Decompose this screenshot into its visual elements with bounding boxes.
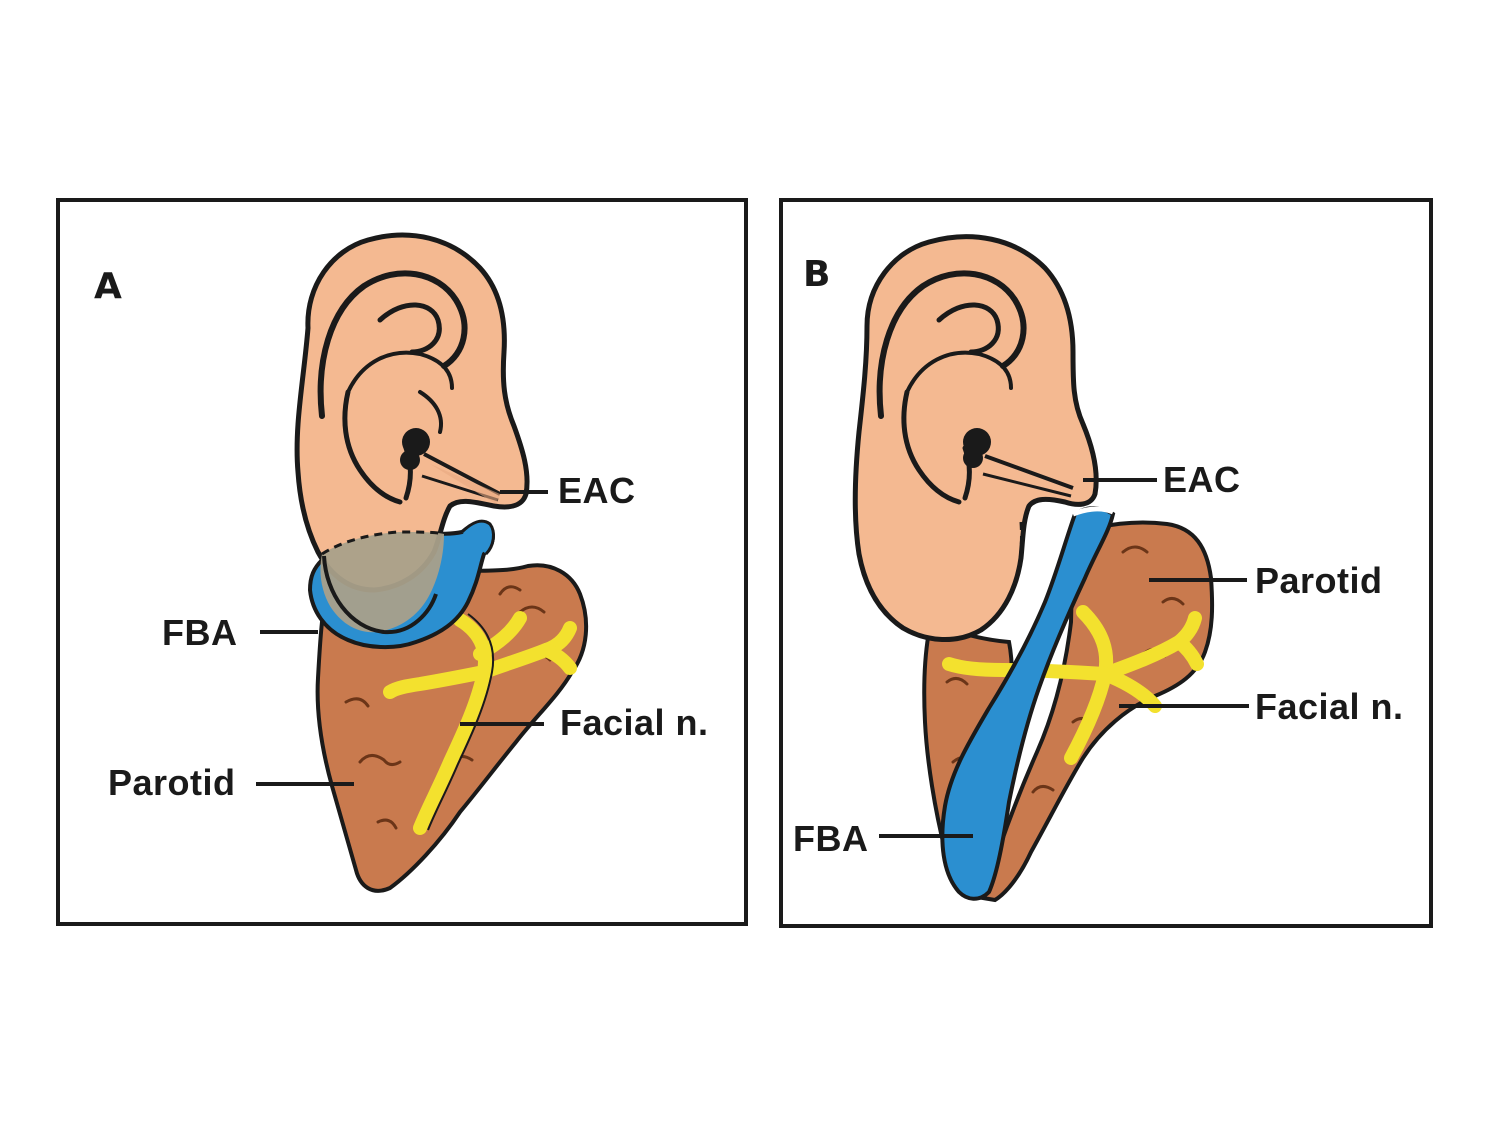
facial-nerve-outline-a <box>427 613 495 831</box>
facial-nerve-a <box>383 611 577 835</box>
label-parotid-a: Parotid <box>108 762 236 803</box>
label-fba-b: FBA <box>793 818 869 859</box>
ear-cyst-overlap-a <box>320 532 444 633</box>
label-parotid-b: Parotid <box>1255 560 1383 601</box>
label-eac-a: EAC <box>558 470 636 511</box>
ear-a <box>294 232 530 593</box>
label-facial-nerve-a: Facial n. <box>560 702 709 743</box>
label-eac-b: EAC <box>1163 459 1241 500</box>
panel-b: B <box>779 198 1433 928</box>
panel-a-illustration <box>256 232 589 893</box>
leader-lines-b <box>879 478 1249 838</box>
label-facial-nerve-b: Facial n. <box>1255 686 1404 727</box>
facial-nerve-b <box>942 605 1204 765</box>
label-fba-a: FBA <box>162 612 238 653</box>
ear-canal-a <box>400 428 501 504</box>
ear-canal-b <box>963 428 1074 498</box>
ear-detail-a <box>317 270 468 505</box>
panel-a-letter: A <box>94 266 122 307</box>
panel-b-illustration <box>852 234 1249 903</box>
panel-a: A <box>56 198 748 926</box>
fba-tract-b <box>940 506 1116 901</box>
panel-b-letter: B <box>803 254 831 295</box>
leader-lines-a <box>256 490 548 786</box>
